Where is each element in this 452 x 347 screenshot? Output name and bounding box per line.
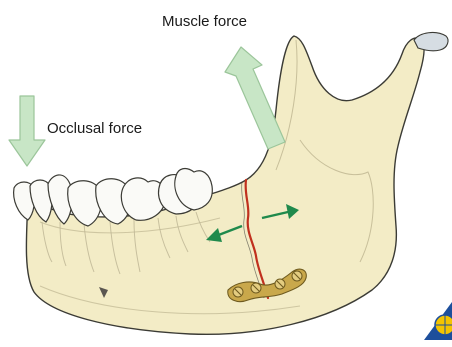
muscle-force-arrow — [225, 47, 285, 149]
muscle-force-label: Muscle force — [162, 14, 247, 29]
occlusal-force-label: Occlusal force — [47, 121, 142, 136]
occlusal-force-arrow — [9, 96, 45, 166]
condyle-cartilage — [414, 33, 448, 51]
ao-logo — [424, 302, 452, 340]
